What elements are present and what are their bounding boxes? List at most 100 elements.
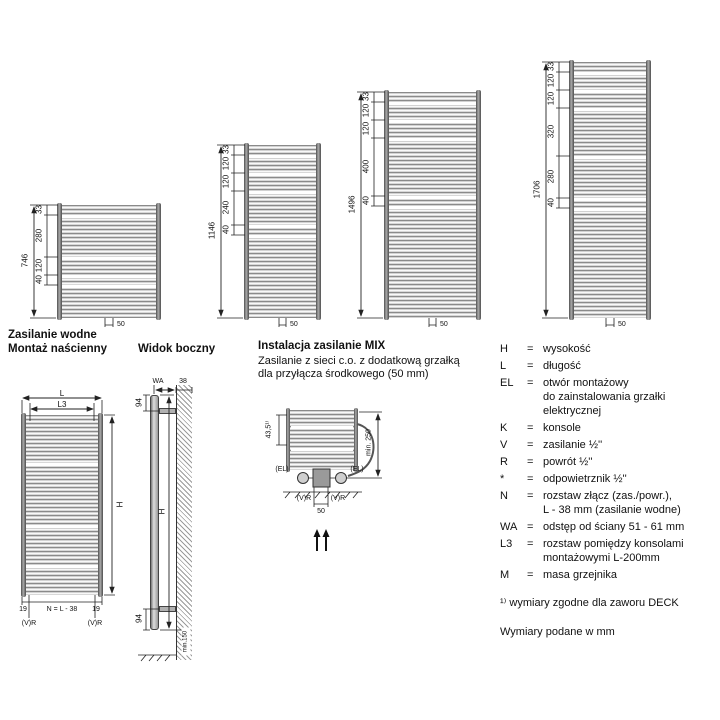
dim-segment-label: 120: [546, 91, 556, 106]
front-dim-19-left: 19: [19, 606, 27, 613]
radiator-drawing-1496: [384, 90, 481, 320]
radiator-drawing-1146: [244, 143, 321, 320]
legend-key: L3: [500, 538, 513, 550]
legend-eq: =: [527, 439, 534, 451]
side-dim-WA-label: WA: [152, 378, 164, 385]
front-conn-vr-right: (V)R: [87, 620, 103, 627]
mix-valve-knob-right: [335, 472, 347, 484]
dim-segment-label: 280: [546, 169, 556, 184]
tube-gap: [389, 138, 476, 141]
wall-hatch: [176, 385, 192, 660]
tube-gap: [389, 102, 476, 105]
legend-row-vent: * = odpowietrznik ½'': [500, 472, 716, 486]
legend-eq: =: [527, 473, 534, 485]
collector-left: [384, 90, 389, 320]
tube-gap: [574, 90, 646, 93]
dim-segment-label: 40: [361, 196, 371, 205]
legend-eq: =: [527, 490, 534, 502]
tube-gap: [389, 120, 476, 123]
tube-gap: [249, 235, 316, 238]
dim-conn-label: 50: [290, 321, 298, 328]
section-title-side-view: Widok boczny: [138, 343, 216, 355]
dim-conn-label: 50: [618, 321, 626, 328]
legend-eq: =: [527, 569, 534, 581]
legend-value: odstęp od ściany 51 - 61 mm: [543, 521, 685, 533]
mix-el-left-label: (EL): [275, 466, 289, 473]
collector-right: [316, 143, 321, 320]
tube-gap: [249, 155, 316, 158]
dim-segment-label: 40: [221, 225, 231, 234]
legend-key: H: [500, 343, 508, 355]
side-dim-94-bottom-label: 94: [134, 614, 144, 623]
tube-gap: [574, 198, 646, 201]
tube-gap: [249, 173, 316, 176]
section-title-water-supply: Zasilanie wodne: [8, 329, 97, 341]
section-title-mix: Instalacja zasilanie MIX: [258, 340, 386, 352]
tube-gap: [291, 448, 353, 451]
front-view-radiator: [21, 413, 103, 597]
legend-key: K: [500, 422, 508, 434]
legend-eq: =: [527, 456, 534, 468]
collector-left: [286, 408, 290, 472]
collector-right: [98, 413, 103, 597]
legend-row-K: K= konsole: [500, 421, 716, 435]
legend-row-L: L= długość: [500, 359, 716, 373]
collector-left: [244, 143, 249, 320]
dim-segment-label: 120: [361, 121, 371, 136]
tube-gap: [574, 208, 646, 211]
legend-row-H: H= wysokość: [500, 342, 716, 356]
legend-row-N: N= rozstaw złącz (zas./powr.),L - 38 mm …: [500, 489, 716, 517]
legend-value: powrót ½'': [543, 456, 593, 468]
legend-value: wysokość: [543, 343, 591, 355]
front-conn-vr-left: (V)R: [21, 620, 37, 627]
legend-eq: =: [527, 538, 534, 550]
legend-value: długość: [543, 360, 581, 372]
legend-value: rozstaw złącz (zas./powr.),L - 38 mm (za…: [543, 490, 681, 516]
tube-gap: [291, 426, 353, 429]
legend-row-WA: WA= odstęp od ściany 51 - 61 mm: [500, 520, 716, 534]
front-dim-19-right: 19: [92, 606, 100, 613]
mix-valve-body: [312, 468, 331, 488]
tube-gap: [249, 191, 316, 194]
tube-gap: [62, 285, 156, 288]
legend-key: *: [500, 473, 505, 485]
tube-gap: [389, 206, 476, 209]
dim-segment-label: 320: [546, 124, 556, 139]
dim-segment-label: 33: [34, 205, 44, 214]
legend-key: EL: [500, 377, 514, 389]
legend-key: L: [500, 360, 507, 372]
front-dim-N-label: N = L - 38: [46, 606, 78, 613]
mix-valve-knob-left: [297, 472, 309, 484]
mix-description-line1: Zasilanie z sieci c.o. z dodatkową grzał…: [258, 355, 460, 367]
collector-right: [476, 90, 481, 320]
legend-value: odpowietrznik ½'': [543, 473, 627, 485]
legend-key: M: [500, 569, 510, 581]
legend-value: konsole: [543, 422, 581, 434]
mix-el-right-label: (EL): [350, 466, 364, 473]
tube-gap: [62, 275, 156, 278]
tube-gap: [574, 108, 646, 111]
collector-right: [354, 408, 358, 472]
tube-gap: [574, 156, 646, 159]
dim-total-label: 1146: [207, 221, 217, 240]
legend-row-R: R= powrót ½'': [500, 455, 716, 469]
mix-dim-50-label: 50: [317, 508, 325, 515]
mix-description-line2: dla przyłącza środkowego (50 mm): [258, 368, 429, 380]
dim-total-label: 1496: [347, 195, 357, 214]
legend: H= wysokość L= długość EL= otwór montażo…: [500, 342, 716, 585]
mix-vr-left-label: (V)R: [296, 495, 312, 502]
side-dim-min150-label: min.150: [181, 627, 191, 656]
legend-eq: =: [527, 521, 534, 533]
radiator-drawing-746: [57, 203, 161, 320]
flow-arrow-up-2: [322, 529, 330, 537]
legend-row-M: M= masa grzejnika: [500, 568, 716, 582]
console-bracket-bottom: [159, 606, 176, 612]
legend-value: zasilanie ½'': [543, 439, 603, 451]
legend-key: V: [500, 439, 508, 451]
flow-arrow-stems: [316, 537, 327, 551]
tube-gap: [26, 525, 98, 528]
